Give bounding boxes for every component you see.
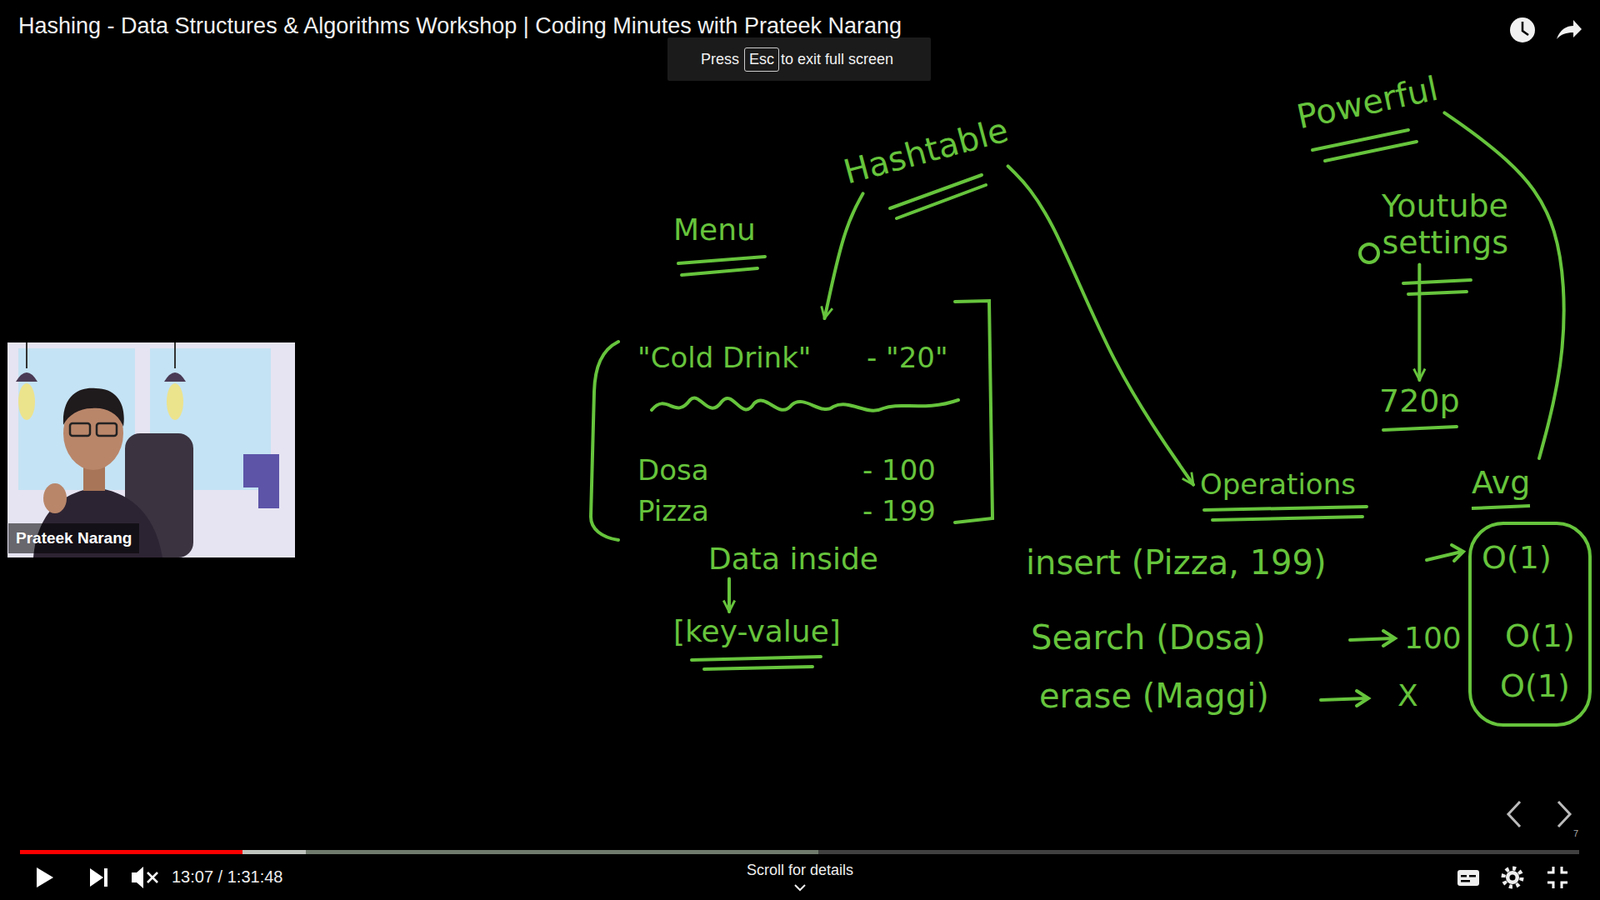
node-text: - 100 [862, 454, 936, 487]
video-title: Hashing - Data Structures & Algorithms W… [18, 13, 902, 40]
scroll-hint: Scroll for details [746, 861, 854, 880]
menu-table: "Cold Drink" - "20" Dosa - 100Pizza - 199 [616, 325, 1009, 534]
key-value-word: [key-value] [673, 614, 841, 649]
heading-word: Menu [673, 212, 756, 247]
node-text: O(1) [1505, 618, 1575, 655]
webcam-picture [7, 342, 295, 558]
connector-arrow [824, 193, 863, 319]
connector-arrow [1417, 264, 1421, 380]
speaker-name: Prateek Narang [8, 523, 140, 554]
node-text: "Cold Drink" [637, 341, 812, 375]
fullscreen-toast [667, 37, 931, 81]
note-word: Data inside [708, 541, 879, 576]
node-text: [key-value] [673, 614, 841, 649]
node-text: O(1) [1481, 540, 1552, 577]
toast-text: to exit full screen [780, 50, 894, 69]
node-text: Avg [1471, 465, 1530, 502]
handwriting-strokes [590, 130, 1471, 706]
connector-arrow [727, 578, 731, 612]
note-word: Youtube settings [1358, 188, 1509, 261]
prev-slide-icon [1508, 801, 1520, 827]
complexity-group: AvgO(1) O(1) O(1) [1468, 463, 1594, 729]
heading-word: Operations [1200, 468, 1356, 501]
heading-word: Hashtable [839, 110, 1012, 192]
result-value: X [1397, 678, 1419, 713]
watch-later-icon [1510, 17, 1535, 43]
toast-text: Press [700, 50, 740, 69]
result-value: 100 [1404, 620, 1462, 655]
node-text: - "20" [866, 341, 949, 375]
node-text: - 199 [862, 495, 936, 528]
note-word: 720p [1379, 383, 1460, 420]
node-text: O(1) [1500, 668, 1570, 705]
connector-arrow [1008, 165, 1194, 485]
operation-text: Search (Dosa) [1030, 618, 1266, 657]
node-text: Hashtable [839, 110, 1012, 192]
heading-word: Powerful [1293, 69, 1441, 137]
connector-arrow [1444, 112, 1564, 459]
time-display: 13:07 / 1:31:48 [171, 867, 283, 887]
key-cap: Esc [744, 47, 780, 72]
node-text: Dosa [637, 454, 710, 487]
next-slide-icon [1558, 801, 1570, 827]
node-text: Data inside [708, 541, 879, 576]
node-text: Pizza [637, 495, 710, 528]
player-controls [20, 850, 1580, 890]
node-text: 720p [1379, 383, 1460, 420]
operation-text: insert (Pizza, 199) [1025, 543, 1327, 582]
node-text: Operations [1200, 468, 1356, 501]
operation-text: erase (Maggi) [1039, 676, 1270, 715]
slide-number: 7 [1573, 828, 1579, 840]
node-text: Youtube settings [1358, 188, 1509, 261]
share-icon [1556, 20, 1582, 40]
node-text: Powerful [1293, 69, 1441, 137]
